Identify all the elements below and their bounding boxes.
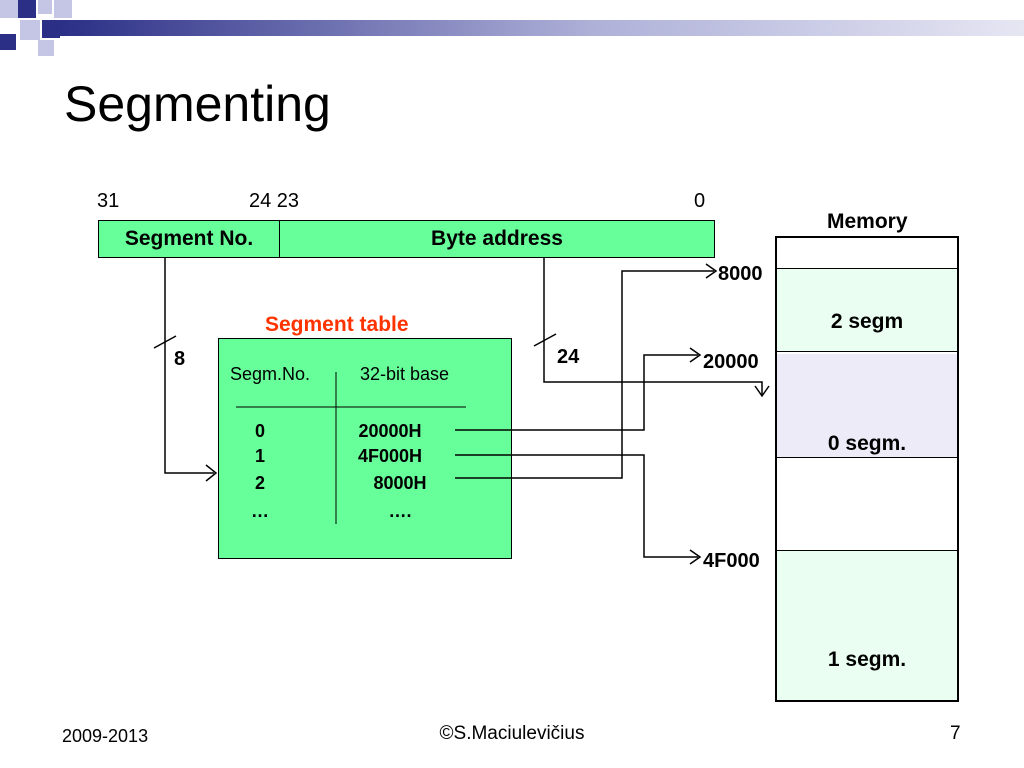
deco-square xyxy=(18,0,36,18)
arrowhead xyxy=(205,464,218,482)
segment-table-row-no: 2 xyxy=(254,473,265,493)
memory-label-seg2: 2 segm xyxy=(830,310,904,333)
bit-label-24-23: 24 23 xyxy=(249,190,300,212)
bit-label-0: 0 xyxy=(694,190,706,212)
arrowhead xyxy=(689,347,702,363)
arrowhead xyxy=(754,385,770,398)
segment-bits-label: 8 xyxy=(174,348,186,370)
segment-table-row-base: 4F000H xyxy=(357,446,423,466)
page-number: 7 xyxy=(950,723,961,744)
byte-bits-label: 24 xyxy=(557,346,580,368)
segment-number-label: Segment No. xyxy=(124,227,254,250)
footer-date: 2009-2013 xyxy=(62,726,149,746)
segment-table-header-base: 32-bit base xyxy=(360,364,450,384)
bit-label-31: 31 xyxy=(97,190,120,212)
segment-table-row-no: 1 xyxy=(254,446,265,466)
memory-address-4f000: 4F000 xyxy=(703,550,760,572)
deco-square xyxy=(20,20,40,40)
memory-address-8000: 8000 xyxy=(718,263,763,285)
byte-address-label: Byte address xyxy=(431,227,563,250)
segment-number-field: Segment No. xyxy=(98,220,280,258)
slide-title: Segmenting xyxy=(64,76,331,132)
segment-table-row-base: 8000H xyxy=(373,473,427,493)
memory-block: 2 segm 0 segm. 1 segm. xyxy=(775,236,959,702)
memory-region-seg2 xyxy=(777,268,957,352)
byte-address-field: Byte address xyxy=(279,220,715,258)
segment-table-row-no: … xyxy=(251,501,269,521)
memory-address-20000: 20000 xyxy=(703,351,759,373)
bit-width-tick xyxy=(153,335,177,349)
segment-table-row-base: 20000H xyxy=(358,421,422,441)
bit-width-tick xyxy=(533,333,557,347)
memory-region-seg0 xyxy=(777,354,957,458)
memory-label-seg0: 0 segm. xyxy=(827,432,907,455)
deco-square xyxy=(42,20,60,38)
memory-title: Memory xyxy=(827,210,908,233)
header-rule xyxy=(60,20,1024,36)
arrowhead xyxy=(705,263,718,279)
deco-square xyxy=(38,40,54,56)
segment-table-title: Segment table xyxy=(265,313,409,336)
footer-copyright: ©S.Maciulevičius xyxy=(439,723,585,744)
segment-table-row-base: …. xyxy=(388,501,412,521)
deco-square xyxy=(0,34,16,50)
memory-region-seg1 xyxy=(777,550,957,700)
memory-label-seg1: 1 segm. xyxy=(827,648,907,671)
deco-square xyxy=(0,0,18,18)
wire-segment-to-table xyxy=(164,258,214,474)
segment-table-header-segno: Segm.No. xyxy=(230,364,311,384)
deco-square xyxy=(54,0,72,18)
arrowhead xyxy=(689,549,702,565)
segment-table-row-no: 0 xyxy=(254,421,265,441)
deco-square xyxy=(38,0,52,14)
